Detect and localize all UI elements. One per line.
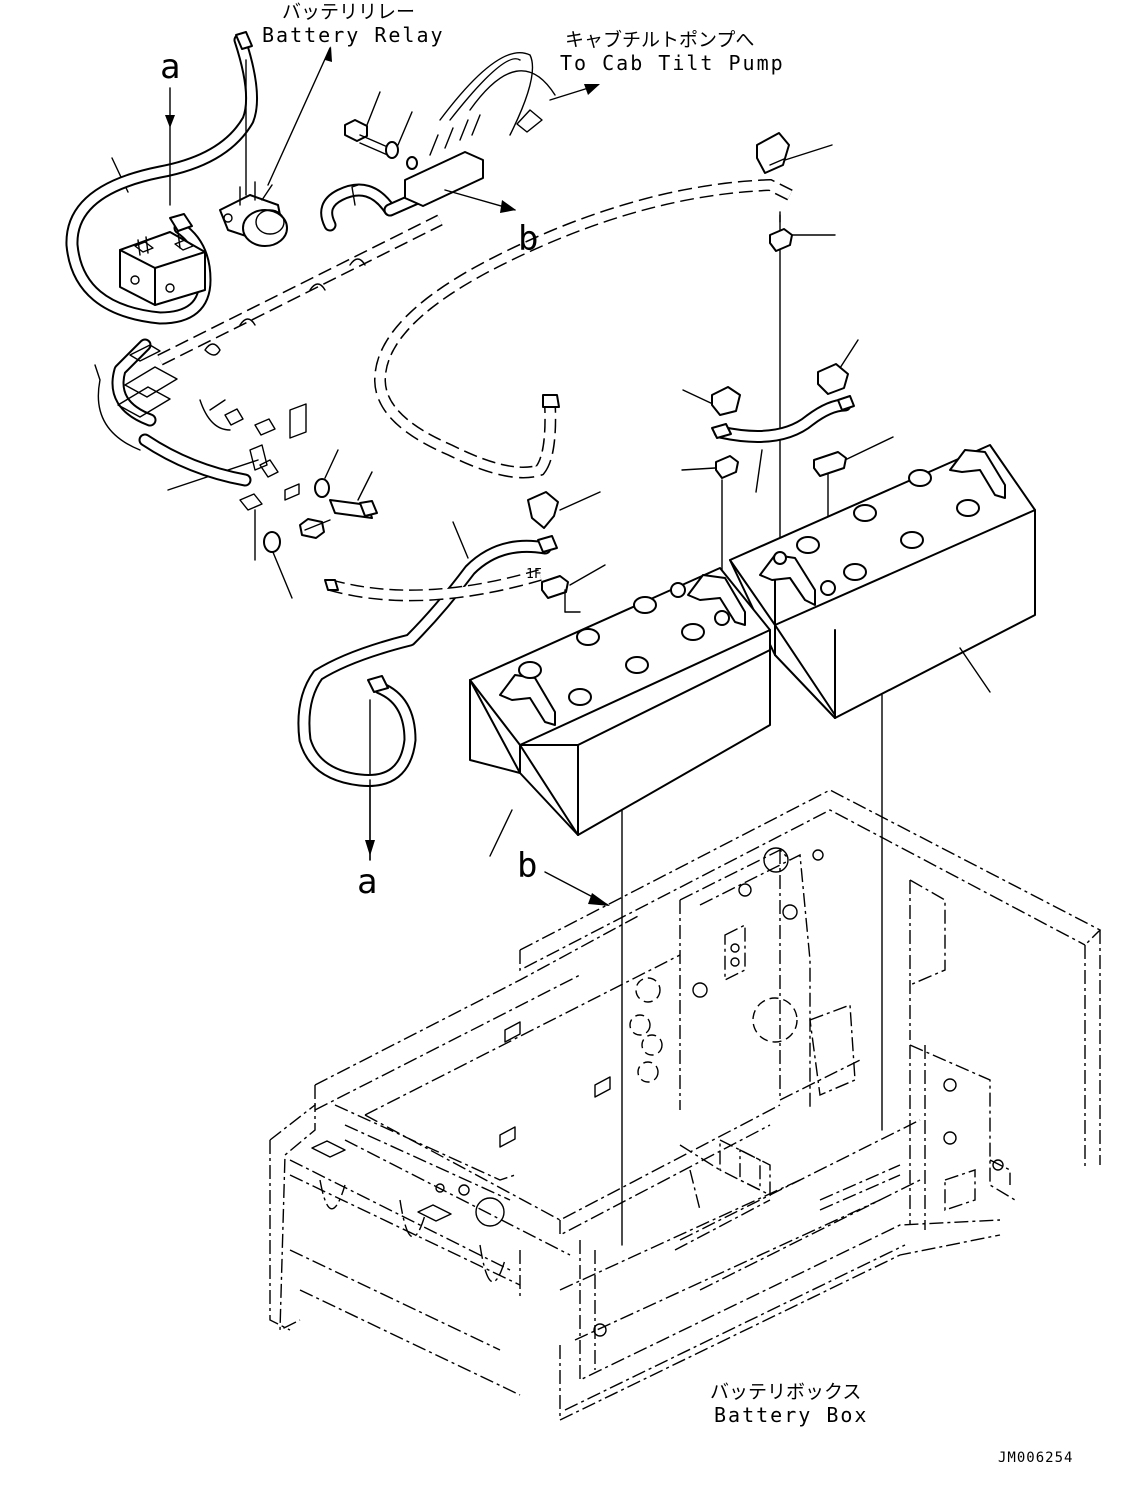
reference-arrows	[165, 46, 610, 906]
ref-a-top: a	[160, 47, 180, 87]
cab-tilt-pump-label-en: To Cab Tilt Pump	[560, 51, 785, 75]
terminal-caps	[527, 132, 849, 613]
ref-b-bottom: b	[517, 846, 537, 886]
ground-cable	[373, 178, 793, 479]
ref-a-bottom: a	[357, 862, 377, 902]
wiring-harness	[94, 51, 556, 511]
bolts-and-washers	[263, 119, 418, 553]
battery-front	[469, 567, 771, 836]
battery-relay-label-en: Battery Relay	[262, 23, 445, 47]
battery-rear	[729, 444, 1036, 719]
diagram-labels: バッテリリレー Battery Relay キャブチルトポンプへ To Cab …	[160, 1, 1073, 1466]
fuse-mark: 1F	[526, 567, 542, 582]
battery-box-label-jp: バッテリボックス	[710, 1381, 861, 1403]
battery-box-frame	[269, 789, 1102, 1421]
drawing-number: JM006254	[998, 1450, 1073, 1466]
ref-b-top: b	[518, 219, 538, 259]
battery-main-cable	[297, 535, 558, 787]
relay-terminal-block	[119, 231, 206, 306]
battery-box-label-en: Battery Box	[714, 1403, 868, 1427]
cab-tilt-pump-label-jp: キャブチルトポンプへ	[565, 28, 754, 51]
battery-link-cable	[711, 395, 855, 443]
battery-relay-label-jp: バッテリリレー	[282, 1, 415, 23]
battery-relay	[219, 59, 288, 247]
